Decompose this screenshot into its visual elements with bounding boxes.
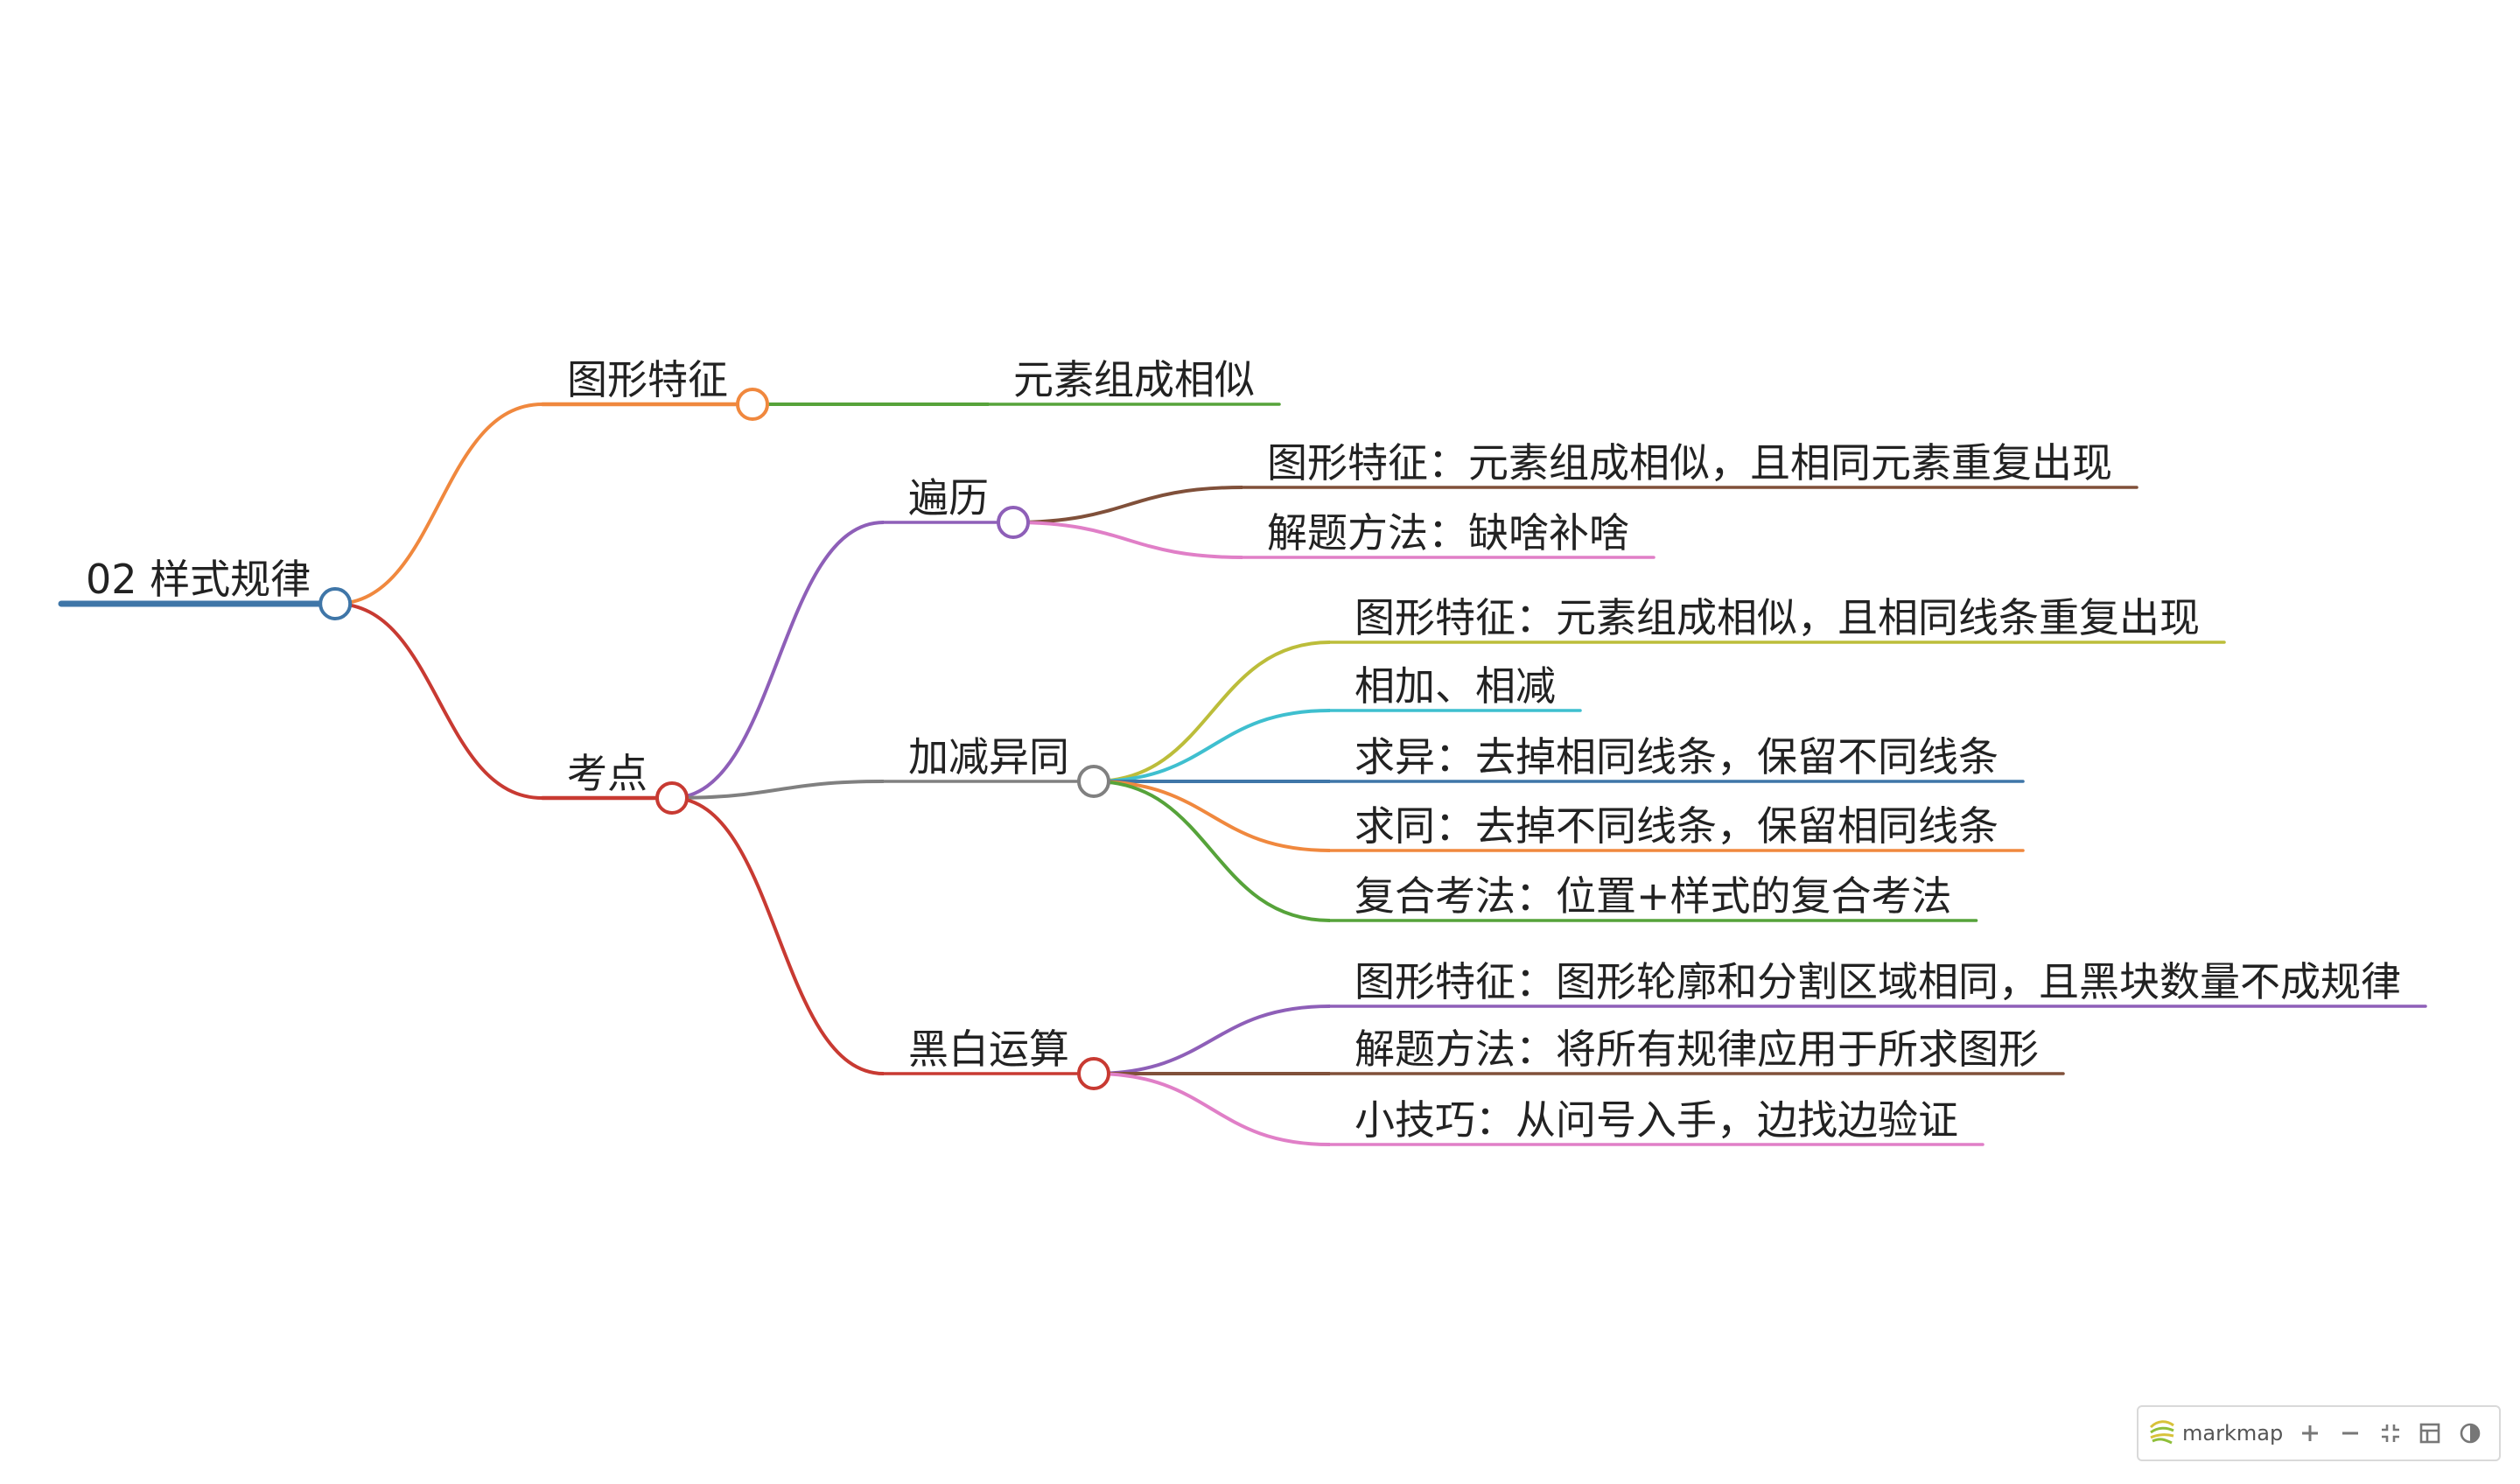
markmap-brand-label: markmap <box>2182 1421 2284 1446</box>
node-label: 相加、相减 <box>1354 662 1556 710</box>
node-label: 元素组成相似 <box>1013 356 1255 403</box>
mindmap-node-circles <box>318 388 1110 1090</box>
node-link <box>671 521 885 800</box>
node-toggle-circle[interactable] <box>1077 1057 1110 1090</box>
node-link <box>1093 780 1331 852</box>
node-label: 复合考法：位置+样式的复合考法 <box>1354 872 1952 920</box>
zoom-in-button[interactable] <box>2290 1412 2330 1454</box>
node-link <box>335 602 543 800</box>
node-label: 图形特征 <box>567 356 728 403</box>
node-toggle-circle[interactable] <box>997 506 1030 539</box>
markmap-brand[interactable]: markmap <box>2147 1407 2283 1460</box>
node-label: 图形特征：元素组成相似，且相同线条重复出现 <box>1354 594 2200 641</box>
mindmap-links <box>335 402 1331 1146</box>
node-toggle-circle[interactable] <box>655 781 689 815</box>
node-link <box>1012 521 1243 559</box>
node-link <box>671 796 885 1075</box>
node-link <box>1093 709 1331 783</box>
node-link <box>1093 780 1331 922</box>
fit-window-icon <box>2379 1422 2402 1445</box>
node-label: 求异：去掉相同线条，保留不同线条 <box>1354 733 1998 780</box>
node-label: 黑白运算 <box>908 1026 1069 1073</box>
node-toggle-circle[interactable] <box>736 388 769 421</box>
node-label: 解题方法：缺啥补啥 <box>1267 509 1629 556</box>
node-link <box>335 402 543 606</box>
markmap-toolbar: markmap <box>2137 1405 2501 1461</box>
toggle-recursive-icon <box>2418 1422 2441 1445</box>
node-link <box>1093 1072 1331 1146</box>
dark-mode-button[interactable] <box>2450 1412 2490 1454</box>
node-label: 图形特征：图形轮廓和分割区域相同，且黑块数量不成规律 <box>1354 958 2401 1005</box>
toggle-recursive-button[interactable] <box>2410 1412 2450 1454</box>
node-label: 图形特征：元素组成相似，且相同元素重复出现 <box>1267 439 2112 486</box>
node-label: 小技巧：从问号入手，边找边验证 <box>1354 1096 1958 1144</box>
node-link <box>1012 486 1243 524</box>
node-toggle-circle[interactable] <box>318 587 353 620</box>
markmap-logo-icon <box>2147 1417 2177 1450</box>
node-label: 加减异同 <box>908 733 1069 780</box>
dark-mode-icon <box>2459 1422 2482 1445</box>
node-link <box>671 780 885 800</box>
mindmap-underlines <box>58 402 2427 1146</box>
zoom-out-button[interactable] <box>2330 1412 2370 1454</box>
zoom-in-icon <box>2299 1422 2321 1445</box>
node-label: 考点 <box>567 750 648 797</box>
zoom-out-icon <box>2339 1422 2362 1445</box>
node-label: 求同：去掉不同线条，保留相同线条 <box>1354 802 1998 850</box>
fit-window-button[interactable] <box>2370 1412 2411 1454</box>
node-link <box>1093 1004 1331 1075</box>
node-link <box>1093 640 1331 783</box>
node-label: 解题方法：将所有规律应用于所求图形 <box>1354 1026 2039 1073</box>
node-toggle-circle[interactable] <box>1077 765 1110 798</box>
node-label: 02 样式规律 <box>86 556 311 603</box>
node-label: 遍历 <box>908 474 989 522</box>
